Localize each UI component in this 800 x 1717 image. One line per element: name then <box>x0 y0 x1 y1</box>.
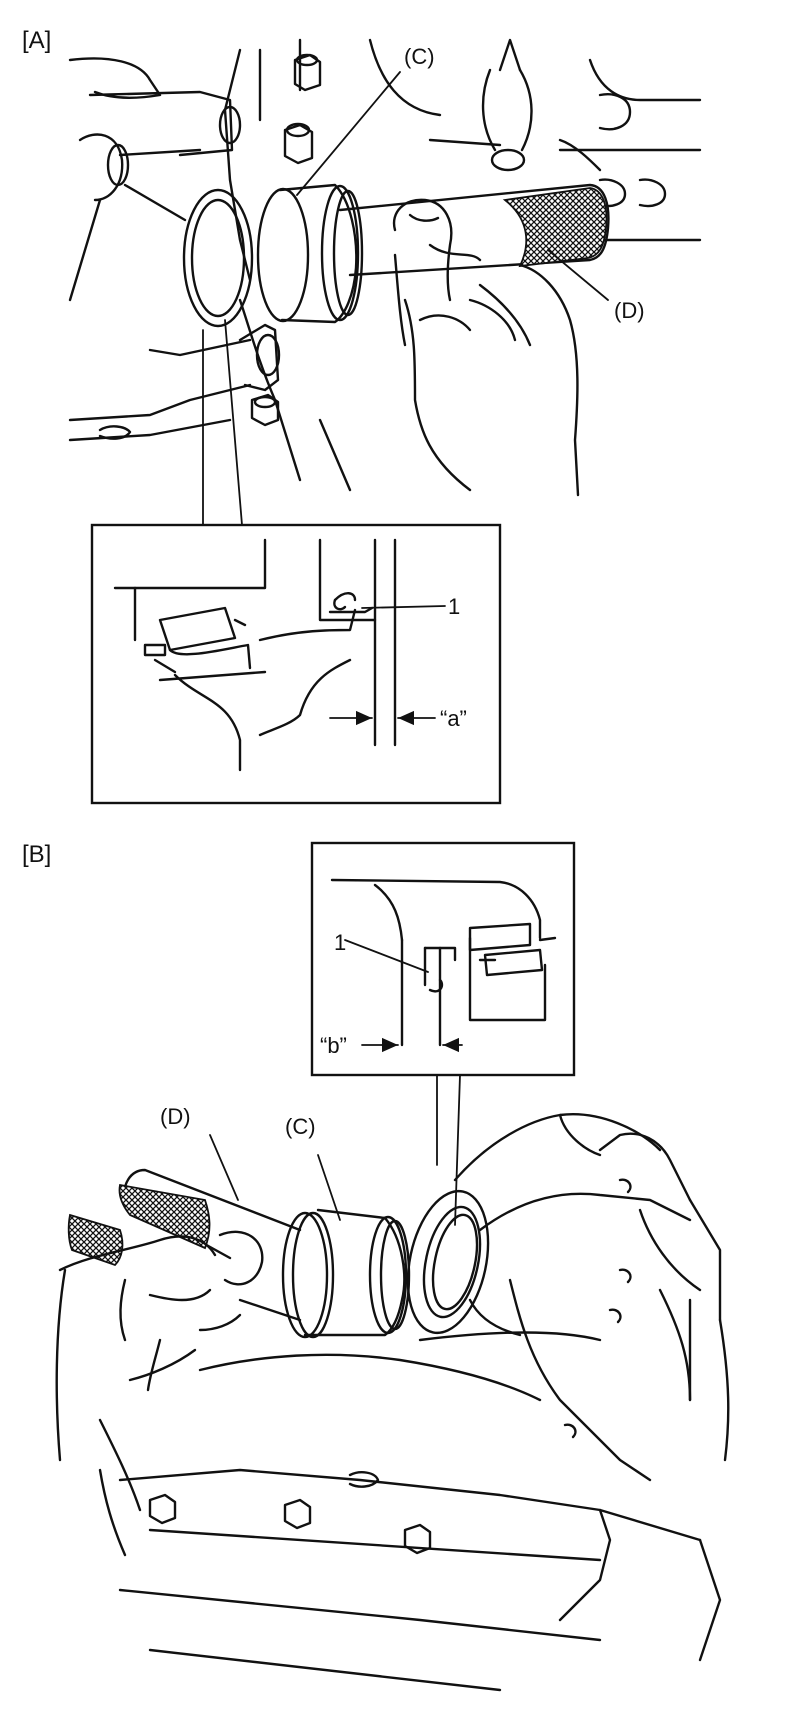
panel-b-tag-d: (D) <box>160 1104 191 1129</box>
panel-a-dimension-a: “a” <box>440 706 467 731</box>
panel-b-label: [B] <box>22 841 51 868</box>
panel-a-hand <box>392 198 580 497</box>
panel-b-tool-c <box>281 1208 411 1339</box>
panel-a-tool-c <box>256 183 364 324</box>
panel-b-dimension-b: “b” <box>320 1033 347 1058</box>
panel-b-tag-c: (C) <box>285 1114 316 1139</box>
panel-a-tool-d <box>338 183 610 277</box>
panel-a-detail-box <box>90 523 502 805</box>
panel-a-detail: “a” 1 <box>90 523 502 805</box>
panel-b-detail: 1 “b” <box>310 841 576 1077</box>
panel-b-part-1: 1 <box>334 930 346 955</box>
panel-b: [B] 1 “b” (D) <box>22 841 730 1692</box>
panel-b-detail-box <box>310 841 576 1077</box>
panel-b-hand <box>55 1230 264 1557</box>
panel-a-tag-d: (D) <box>614 298 645 323</box>
panel-a: [A] <box>22 27 702 805</box>
panel-a-tag-c: (C) <box>404 44 435 69</box>
panel-a-part-1: 1 <box>448 594 460 619</box>
panel-b-callouts: (D) (C) <box>160 1074 461 1226</box>
panel-b-tool-d <box>67 1168 302 1322</box>
panel-a-case <box>68 38 702 492</box>
panel-a-oil-seal <box>182 188 254 328</box>
panel-a-callouts: (C) (D) <box>202 44 645 526</box>
panel-b-oil-seal <box>406 1189 490 1335</box>
panel-a-label: [A] <box>22 27 51 54</box>
panel-b-case <box>118 1113 730 1692</box>
